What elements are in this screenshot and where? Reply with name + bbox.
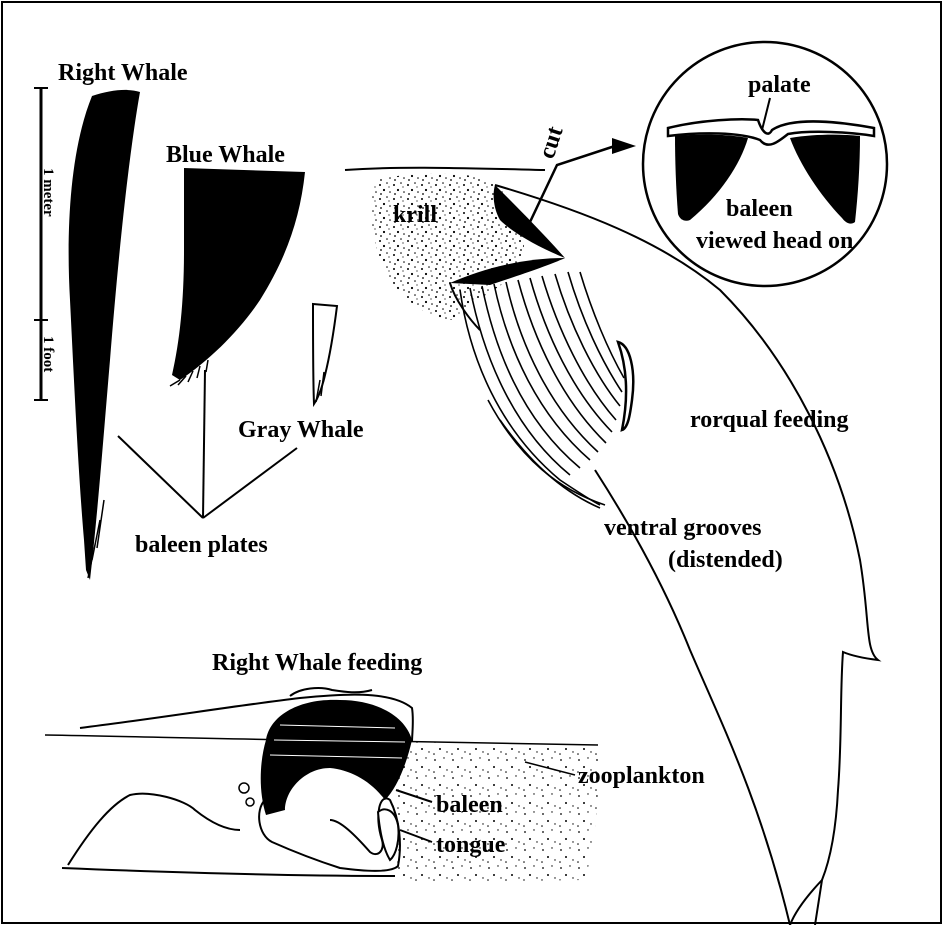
rorqual-feeding-label: rorqual feeding [690, 407, 848, 433]
rorqual-water-surface [345, 168, 545, 170]
baleen-head-on-label: baleen [726, 196, 793, 222]
tongue-label: tongue [436, 832, 506, 858]
viewed-head-on-label: viewed head on [696, 228, 853, 254]
cut-label: cut [534, 123, 569, 161]
gray-whale-label: Gray Whale [238, 417, 364, 443]
scale-foot-label: 1 foot [40, 336, 56, 372]
blue-whale-baleen-plate [172, 168, 305, 380]
palate-label: palate [748, 72, 811, 98]
blue-whale-label: Blue Whale [166, 142, 285, 168]
ventral-grooves-distended-label: (distended) [668, 547, 783, 573]
right-whale-feeding-label: Right Whale feeding [212, 650, 422, 676]
zooplankton-label: zooplankton [578, 763, 705, 789]
rorqual-flipper [618, 342, 633, 430]
scale-meter-label: 1 meter [40, 168, 56, 217]
baleen-plates-leaders [118, 370, 297, 518]
right-whale-baleen-plate [69, 90, 140, 580]
baleen-plates-label: baleen plates [135, 532, 268, 558]
krill-label: krill [393, 202, 437, 228]
ventral-grooves-label: ventral grooves [604, 515, 762, 541]
gray-whale-baleen-plate [313, 304, 337, 404]
right-whale-flipper [68, 794, 240, 865]
right-whale-label: Right Whale [58, 60, 188, 86]
baleen-label: baleen [436, 792, 503, 818]
ventral-grooves [460, 272, 624, 508]
cut-arrow-icon [612, 138, 636, 154]
